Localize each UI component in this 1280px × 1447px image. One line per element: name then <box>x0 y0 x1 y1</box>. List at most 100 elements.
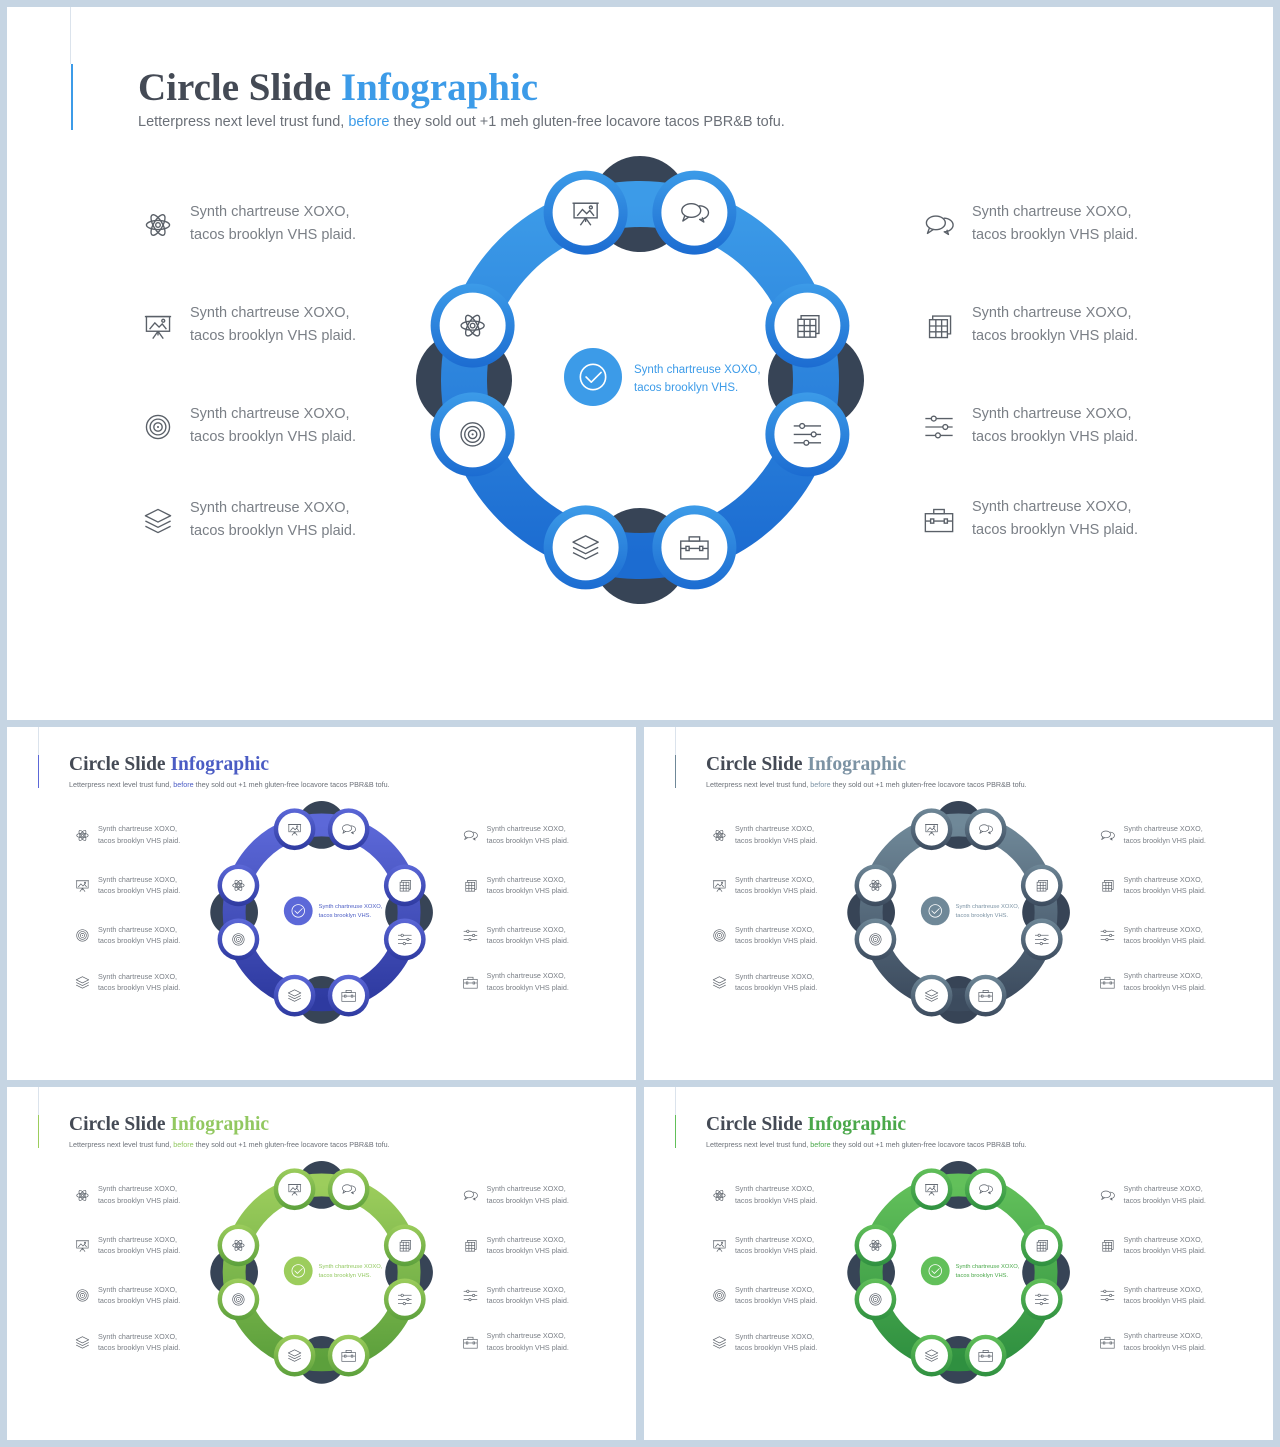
item-line-2: tacos brooklyn VHS plaid. <box>972 429 1139 446</box>
copy-icon <box>928 315 952 339</box>
right-item-1: Synth chartreuse XOXO,tacos brooklyn VHS… <box>1124 1183 1206 1206</box>
item-line-1: Synth chartreuse XOXO, <box>486 1234 566 1244</box>
circle-infographic <box>847 1161 1070 1384</box>
center-line-1: Synth chartreuse XOXO, <box>634 364 761 376</box>
item-line-2: tacos brooklyn VHS plaid. <box>972 522 1139 539</box>
ring-node[interactable] <box>915 1339 948 1372</box>
item-line-1: Synth chartreuse XOXO, <box>97 971 178 981</box>
ring-node[interactable] <box>439 292 506 359</box>
title-main: Circle Slide <box>138 66 341 109</box>
ring-node[interactable] <box>552 514 619 581</box>
subtitle-post: they sold out +1 meh gluten-free locavor… <box>193 780 390 789</box>
item-line-1: Synth chartreuse XOXO, <box>486 1184 566 1194</box>
right-item-2: Synth chartreuse XOXO,tacos brooklyn VHS… <box>1124 874 1206 897</box>
left-item-1: Synth chartreuse XOXO,tacos brooklyn VHS… <box>98 1183 180 1206</box>
left-item-3: Synth chartreuse XOXO, tacos brooklyn VHS… <box>735 924 817 947</box>
right-item-4: Synth chartreuse XOXO,tacos brooklyn VHS… <box>487 1330 569 1353</box>
item-line-2: tacos brooklyn VHS plaid. <box>97 983 181 993</box>
item-line-1: Synth chartreuse XOXO, <box>734 874 815 884</box>
ring-node[interactable] <box>969 1172 1003 1206</box>
item-line-2: tacos brooklyn VHS plaid. <box>1123 1296 1206 1306</box>
presentation-icon <box>144 315 172 339</box>
item-line-1: Synth chartreuse XOXO, <box>97 1331 178 1341</box>
copy-icon <box>465 880 477 892</box>
ring-node[interactable] <box>278 1339 311 1372</box>
ring-node[interactable] <box>969 812 1003 846</box>
sliders-icon <box>1035 933 1049 946</box>
briefcase-icon <box>924 508 954 533</box>
check-icon <box>291 904 305 918</box>
chat-icon <box>342 1184 356 1195</box>
item-line-1: Synth chartreuse XOXO, <box>486 1331 566 1341</box>
item-line-2: tacos brooklyn VHS plaid. <box>486 936 569 946</box>
item-line-1: Synth chartreuse XOXO, <box>486 1284 566 1294</box>
left-item-1: Synth chartreuse XOXO,tacos brooklyn VHS… <box>735 823 817 846</box>
briefcase-icon <box>463 1336 478 1349</box>
title-accent: Infographic <box>340 66 539 109</box>
ring-node[interactable] <box>332 812 366 846</box>
ring-node[interactable] <box>332 1339 366 1372</box>
ring-node[interactable] <box>969 1339 1003 1372</box>
right-item-3: Synth chartreuse XOXO,tacos brooklyn VHS… <box>1124 924 1206 947</box>
ring-node[interactable] <box>222 868 255 902</box>
left-item-2: Synth chartreuse XOXO,tacos brooklyn VHS… <box>98 1234 180 1257</box>
subtitle-link[interactable]: before <box>810 780 831 789</box>
ring-node[interactable] <box>969 979 1003 1012</box>
ring-body <box>859 1173 1058 1372</box>
atom-icon <box>232 879 245 891</box>
subtitle-pre: Letterpress next level trust fund, <box>69 1140 174 1149</box>
subtitle-link[interactable]: before <box>348 114 390 130</box>
left-item-1: Synth chartreuse XOXO,tacos brooklyn VHS… <box>98 823 180 846</box>
title-accent: Infographic <box>170 1114 270 1135</box>
copy-icon <box>1036 1240 1048 1252</box>
item-line-2: tacos brooklyn VHS plaid. <box>734 936 818 946</box>
subtitle-link[interactable]: before <box>173 780 194 789</box>
ring-node[interactable] <box>661 514 728 581</box>
sliders-icon <box>793 422 822 446</box>
item-line-1: Synth chartreuse XOXO, <box>734 1331 815 1341</box>
ring-inner <box>261 1212 382 1333</box>
ring-node[interactable] <box>859 1228 892 1262</box>
target-icon <box>712 1289 726 1302</box>
presentation-icon <box>925 824 939 836</box>
center-badge <box>283 896 313 926</box>
check-icon <box>579 363 607 391</box>
briefcase-icon <box>680 536 709 560</box>
layers-icon <box>287 1349 302 1362</box>
ring-node[interactable] <box>661 179 728 246</box>
ring-node[interactable] <box>222 1228 255 1262</box>
subtitle-link[interactable]: before <box>173 1140 194 1149</box>
ring-node[interactable] <box>278 979 311 1012</box>
item-line-1: Synth chartreuse XOXO, <box>734 1184 815 1194</box>
ring-node[interactable] <box>332 1172 366 1206</box>
item-line-2: tacos brooklyn VHS plaid. <box>97 1195 181 1205</box>
left-item-3: Synth chartreuse XOXO,tacos brooklyn VHS… <box>735 1284 817 1307</box>
target-icon <box>75 1289 89 1302</box>
ring-node[interactable] <box>332 979 366 1012</box>
item-line-2: tacos brooklyn VHS plaid. <box>486 1195 569 1205</box>
item-line-1: Synth chartreuse XOXO, <box>734 824 815 834</box>
item-line-1: Synth chartreuse XOXO, <box>1123 1234 1203 1244</box>
title-accent-line <box>675 1115 677 1148</box>
ring-node[interactable] <box>915 979 948 1012</box>
right-item-3: Synth chartreuse XOXO,tacos brooklyn VHS… <box>487 924 569 947</box>
item-line-2: tacos brooklyn VHS plaid. <box>972 328 1139 345</box>
subtitle-link[interactable]: before <box>810 1140 831 1149</box>
center-badge <box>283 1256 313 1286</box>
target-icon <box>232 933 245 946</box>
item-line-1: Synth chartreuse XOXO, <box>190 204 350 220</box>
circle-infographic <box>210 801 433 1024</box>
left-item-4: Synth chartreuse XOXO, tacos brooklyn VHS… <box>98 971 180 994</box>
top-guide-line <box>675 727 676 755</box>
item-line-1: Synth chartreuse XOXO, <box>734 924 815 934</box>
chat-icon <box>925 215 954 236</box>
ring-node[interactable] <box>859 868 892 902</box>
right-item-4: Synth chartreuse XOXO,tacos brooklyn VHS… <box>1124 1330 1206 1353</box>
briefcase-icon <box>1100 1336 1115 1349</box>
right-item-2: Synth chartreuse XOXO,tacos brooklyn VHS… <box>1124 1234 1206 1257</box>
